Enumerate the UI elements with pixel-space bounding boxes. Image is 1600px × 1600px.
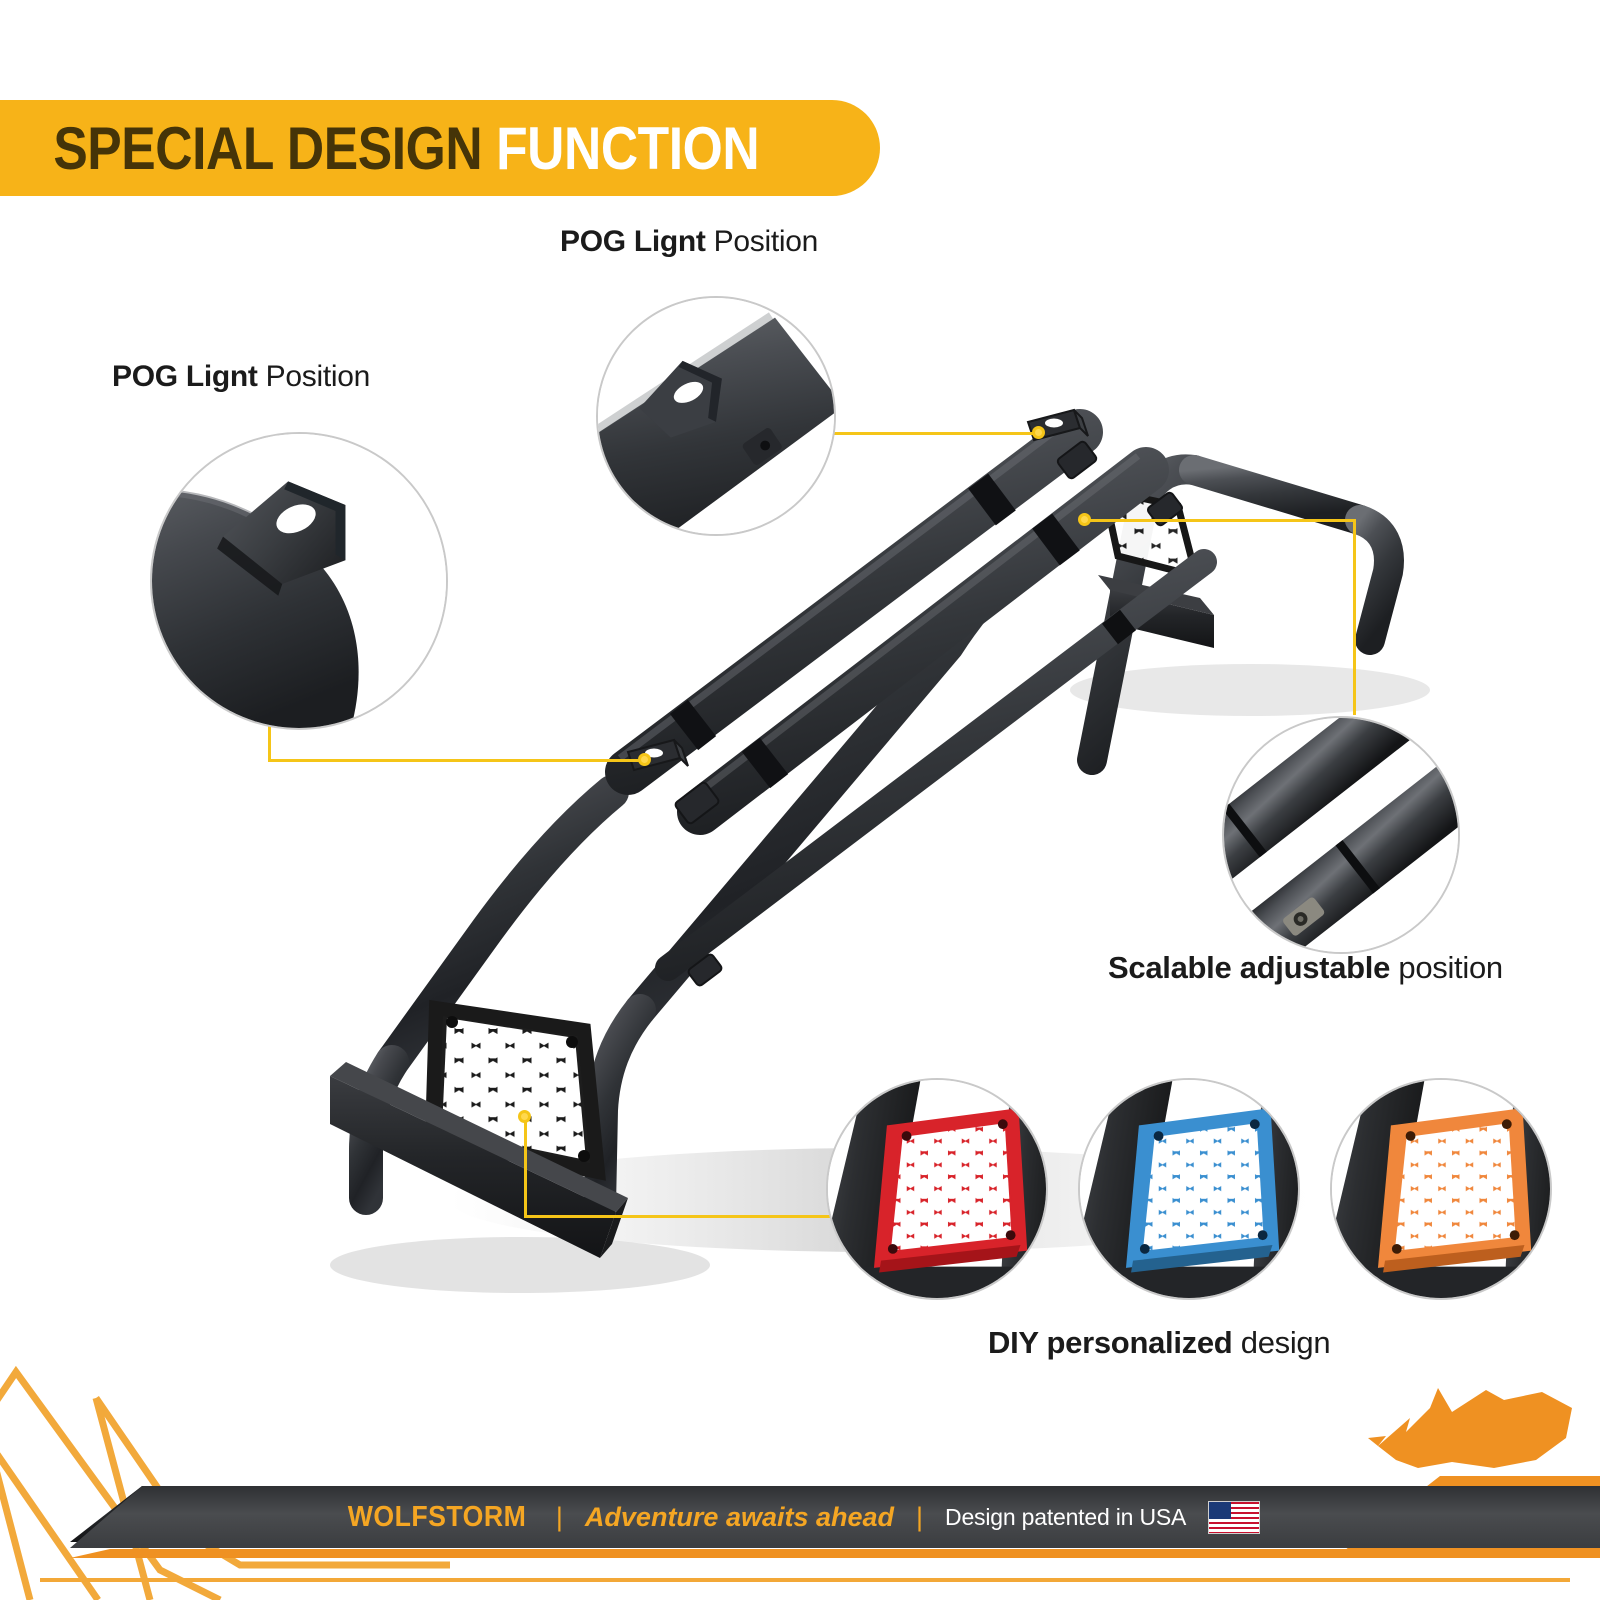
detail-circle-pog-bracket-left <box>150 432 448 730</box>
leader-line-scalable-h <box>1090 519 1356 522</box>
callout-pog-left-regular: Position <box>265 360 371 393</box>
pog-bracket-top-art <box>598 298 834 534</box>
leader-line-diy-v <box>524 1120 527 1218</box>
callout-label-scalable: Scalable adjustable position <box>1108 950 1503 986</box>
page-title-secondary: FUNCTION <box>496 114 760 182</box>
footer-content: WOLFSTORM | Adventure awaits ahead | Des… <box>0 1486 1600 1548</box>
leader-dot-pog-left <box>638 753 651 766</box>
callout-scalable-bold: Scalable adjustable <box>1108 950 1391 985</box>
detail-circle-mesh-blue <box>1078 1078 1300 1300</box>
footer-bar <box>70 1486 1600 1548</box>
leader-line-pog-left-h <box>268 759 648 762</box>
decorative-zigzag <box>0 1365 450 1600</box>
header-banner: SPECIAL DESIGN FUNCTION <box>0 100 880 196</box>
leader-line-pog-top-h <box>822 432 1040 435</box>
footer-thin-line <box>40 1578 1570 1582</box>
telescoping-tubes-art <box>1224 718 1458 952</box>
detail-circle-mesh-red <box>826 1078 1048 1300</box>
detail-circle-pog-bracket-top <box>596 296 836 536</box>
pog-bracket-left-art <box>152 434 446 728</box>
callout-diy-regular: design <box>1240 1325 1331 1360</box>
footer-brand: WOLFSTORM <box>347 1500 527 1533</box>
callout-diy-bold: DIY personalized <box>988 1325 1233 1360</box>
callout-pog-top-bold: POG Lignt <box>560 225 706 258</box>
footer: WOLFSTORM | Adventure awaits ahead | Des… <box>0 1360 1600 1600</box>
callout-label-pog-top: POG Lignt Position <box>560 225 818 259</box>
us-flag-icon <box>1208 1500 1261 1534</box>
callout-scalable-regular: position <box>1398 950 1503 985</box>
callout-label-diy: DIY personalized design <box>988 1325 1331 1361</box>
page-title: SPECIAL DESIGN FUNCTION <box>0 114 759 183</box>
footer-patent-text: Design patented in USA <box>945 1503 1187 1530</box>
wolf-logo-icon <box>1368 1388 1572 1468</box>
detail-circle-mesh-orange <box>1330 1078 1552 1300</box>
mesh-orange-art <box>1332 1080 1550 1298</box>
footer-orange-underline <box>70 1549 1600 1558</box>
detail-circle-telescoping-tubes <box>1222 716 1460 954</box>
mesh-blue-art <box>1080 1080 1298 1298</box>
leader-line-scalable-v <box>1353 519 1356 715</box>
mesh-red-art <box>828 1080 1046 1298</box>
page-title-primary: SPECIAL DESIGN <box>53 114 483 182</box>
callout-pog-left-bold: POG Lignt <box>112 360 258 393</box>
leader-dot-scalable <box>1078 513 1091 526</box>
callout-label-pog-left: POG Lignt Position <box>112 360 370 394</box>
leader-line-diy-h <box>524 1215 834 1218</box>
callout-pog-top-regular: Position <box>713 225 819 258</box>
footer-tagline: Adventure awaits ahead <box>584 1501 895 1532</box>
footer-divider-left: | <box>555 1501 563 1532</box>
leader-dot-pog-top <box>1032 426 1045 439</box>
footer-divider-right: | <box>916 1501 924 1532</box>
